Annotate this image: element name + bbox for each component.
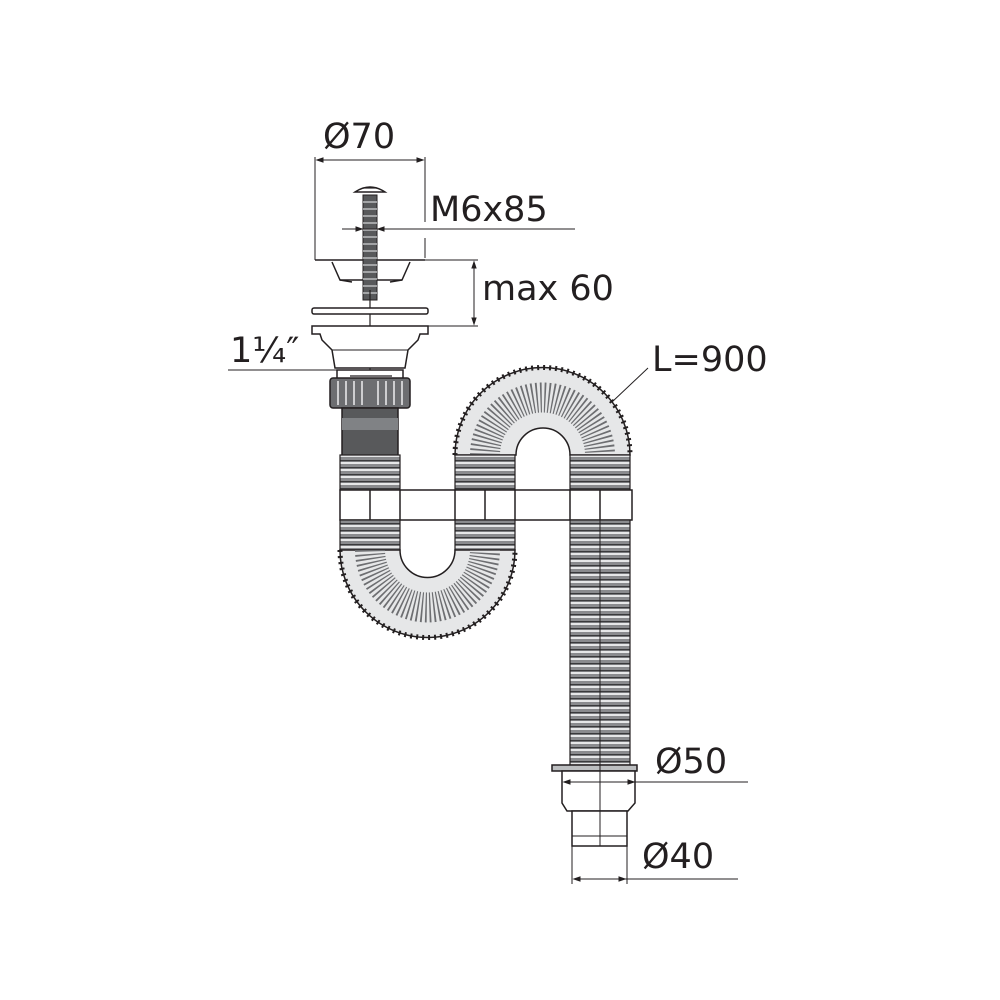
label-outlet-inner: Ø40 xyxy=(642,837,715,877)
hose-top-arch xyxy=(452,365,633,491)
dimension-max60 xyxy=(425,259,478,327)
label-hose-length: L=900 xyxy=(652,340,768,380)
label-thread-size: 1¼″ xyxy=(230,331,300,371)
hose-bottom-bend xyxy=(337,519,518,640)
label-strainer-diameter: Ø70 xyxy=(323,117,396,157)
outlet-adapter xyxy=(551,764,638,847)
ribbed-nut xyxy=(329,377,411,457)
hose-left-upper xyxy=(339,454,401,491)
dimension-o40 xyxy=(571,846,738,884)
dimension-o70 xyxy=(314,157,426,260)
hose-right-vertical xyxy=(569,519,631,766)
dimension-o50 xyxy=(562,779,748,785)
connector-band xyxy=(339,489,633,521)
dimension-length-leader xyxy=(611,367,649,403)
label-max-thickness: max 60 xyxy=(482,269,614,309)
label-screw-size: M6x85 xyxy=(430,190,548,230)
dimension-m6x85 xyxy=(342,226,575,232)
center-screw xyxy=(352,186,388,301)
label-outlet-outer: Ø50 xyxy=(655,742,728,782)
